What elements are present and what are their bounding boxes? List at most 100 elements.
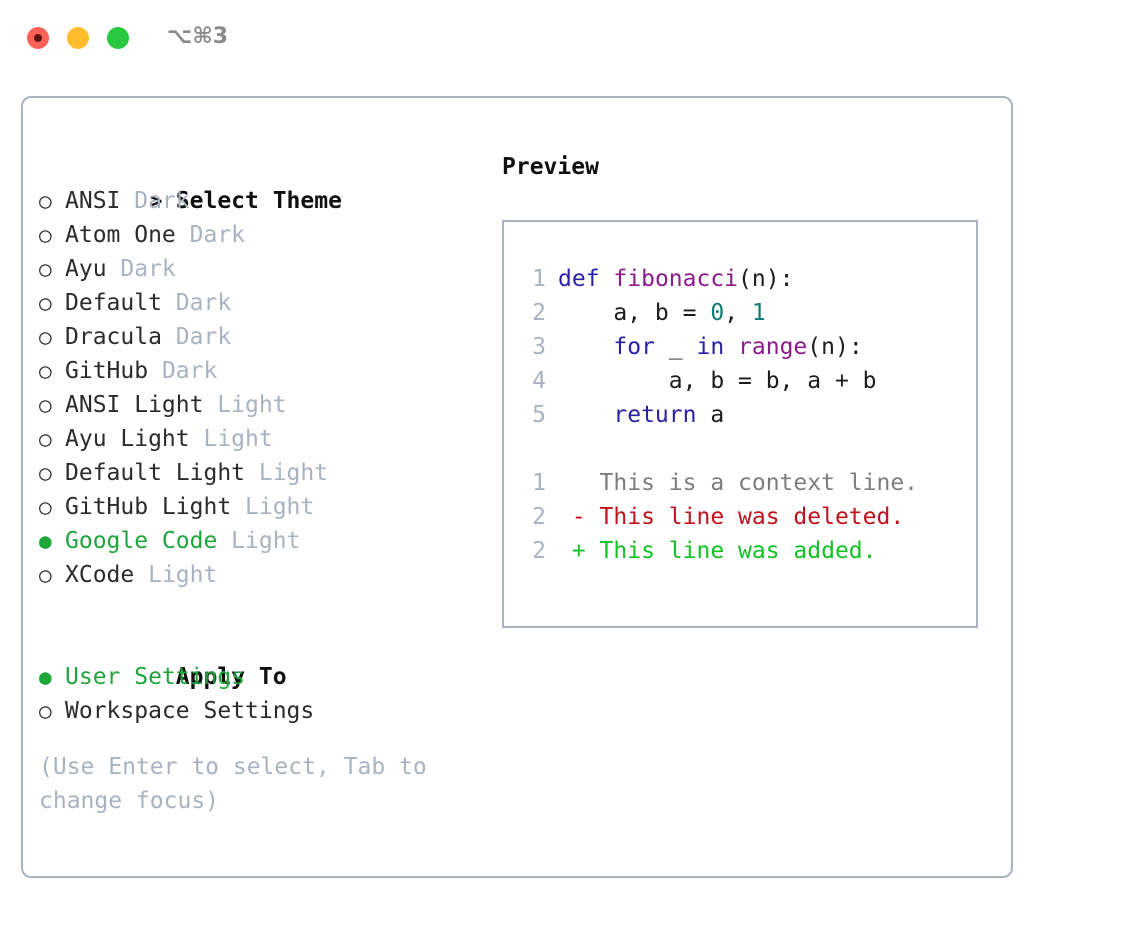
radio-unselected-icon: ○	[39, 495, 52, 519]
apply-to-option-label: Workspace Settings	[65, 698, 315, 724]
theme-list-item[interactable]: ○Default Dark	[39, 286, 479, 320]
theme-variant-badge: Light	[231, 494, 315, 520]
theme-list-item[interactable]: ○ Ayu Light Light	[39, 422, 479, 456]
code-token: return	[613, 402, 697, 428]
apply-to-list: ● User Settings ○ Workspace Settings	[39, 660, 479, 728]
theme-name: Default	[65, 290, 162, 316]
diff-line: 2 - This line was deleted.	[518, 500, 976, 534]
theme-variant-badge: Light	[217, 528, 301, 554]
theme-name: Dracula	[65, 324, 162, 350]
line-number: 2	[532, 504, 546, 530]
code-gap	[518, 432, 976, 466]
theme-list-item[interactable]: ○ Ayu Dark	[39, 252, 479, 286]
keyboard-shortcut-label: ⌥⌘3	[167, 24, 229, 49]
code-token: (n):	[807, 334, 863, 360]
radio-unselected-icon: ○	[39, 359, 52, 383]
code-token: ,	[724, 300, 752, 326]
theme-name: XCode	[65, 562, 135, 588]
code-token: def	[558, 266, 600, 292]
code-token: 0	[710, 300, 725, 326]
line-number: 5	[532, 402, 546, 428]
diff-line: 2 + This line was added.	[518, 534, 976, 568]
apply-to-option-label: User Settings	[65, 664, 246, 690]
diff-sample: 1 This is a context line.2 - This line w…	[518, 466, 976, 568]
diff-line: 1 This is a context line.	[518, 466, 976, 500]
section-spacer	[39, 592, 479, 626]
theme-list-item[interactable]: ○XCode Light	[39, 558, 479, 592]
radio-selected-icon: ●	[39, 665, 52, 689]
code-token: for	[613, 334, 655, 360]
radio-unselected-icon: ○	[39, 189, 52, 213]
apply-to-label: Apply To	[175, 664, 287, 690]
theme-name: Google Code	[65, 528, 218, 554]
line-number: 1	[532, 266, 546, 292]
radio-unselected-icon: ○	[39, 393, 52, 417]
radio-unselected-icon: ○	[39, 325, 52, 349]
theme-list-item[interactable]: ○Atom One Dark	[39, 218, 479, 252]
theme-name: GitHub Light	[65, 494, 232, 520]
apply-to-option[interactable]: ○ Workspace Settings	[39, 694, 479, 728]
title-bar: ⌥⌘3	[0, 0, 1140, 76]
theme-variant-badge: Dark	[106, 256, 176, 282]
theme-name: Ayu	[65, 256, 107, 282]
theme-variant-badge: Light	[134, 562, 218, 588]
theme-name: Atom One	[65, 222, 176, 248]
theme-variant-badge: Light	[203, 392, 287, 418]
code-token	[558, 334, 613, 360]
radio-unselected-icon: ○	[39, 427, 52, 451]
theme-list-item[interactable]: ○ GitHub Dark	[39, 354, 479, 388]
theme-list-item[interactable]: ○ ANSI Light Light	[39, 388, 479, 422]
theme-variant-badge: Dark	[148, 358, 218, 384]
radio-unselected-icon: ○	[39, 699, 52, 723]
code-line: 4 a, b = b, a + b	[518, 364, 976, 398]
theme-name: Ayu Light	[65, 426, 190, 452]
code-token: fibonacci	[613, 266, 739, 292]
theme-picker-title: > Select Theme	[39, 150, 479, 214]
apply-to-option[interactable]: ● User Settings	[39, 660, 479, 694]
code-token: a	[696, 402, 725, 428]
line-number: 4	[532, 368, 546, 394]
help-text: (Use Enter to select, Tab to change focu…	[39, 754, 441, 814]
diff-line-text: + This line was added.	[558, 538, 877, 564]
code-token: a, b =	[558, 300, 711, 326]
content-panel: >Select Theme ○ANSI Dark○Atom One Dark○A…	[21, 96, 1013, 878]
code-token	[724, 334, 738, 360]
theme-list-item[interactable]: ○ ANSI Dark	[39, 184, 479, 218]
theme-name: ANSI Light	[65, 392, 204, 418]
theme-list-item[interactable]: ○Dracula Dark	[39, 320, 479, 354]
radio-unselected-icon: ○	[39, 461, 52, 485]
theme-list-item[interactable]: ○ GitHub Light Light	[39, 490, 479, 524]
code-line: 5 return a	[518, 398, 976, 432]
radio-unselected-icon: ○	[39, 257, 52, 281]
theme-list-item[interactable]: ● Google Code Light	[39, 524, 479, 558]
theme-variant-badge: Light	[189, 426, 273, 452]
code-line: 3 for _ in range(n):	[518, 330, 976, 364]
maximize-window-button[interactable]	[107, 27, 129, 49]
minimize-window-button[interactable]	[67, 27, 89, 49]
theme-name: ANSI	[65, 188, 121, 214]
code-token	[600, 266, 614, 292]
theme-list: ○ANSI Dark○Atom One Dark○Ayu Dark○Defaul…	[39, 184, 479, 592]
theme-name: GitHub	[65, 358, 149, 384]
code-line: 2 a, b = 0, 1	[518, 296, 976, 330]
line-number: 2	[532, 538, 546, 564]
theme-name: Default Light	[65, 460, 246, 486]
code-token: _	[654, 334, 697, 360]
theme-variant-badge: Dark	[175, 222, 246, 248]
caret-icon: >	[149, 189, 163, 213]
code-token: 1	[751, 300, 766, 326]
theme-variant-badge: Dark	[120, 188, 190, 214]
close-window-button[interactable]	[27, 27, 49, 49]
diff-line-text: - This line was deleted.	[558, 504, 905, 530]
page-title: Select Theme	[175, 188, 342, 214]
theme-list-item[interactable]: ○Default Light Light	[39, 456, 479, 490]
theme-variant-badge: Dark	[161, 290, 232, 316]
radio-selected-icon: ●	[39, 529, 52, 553]
code-token: range	[738, 334, 808, 360]
code-token: a, b = b, a + b	[558, 368, 877, 394]
